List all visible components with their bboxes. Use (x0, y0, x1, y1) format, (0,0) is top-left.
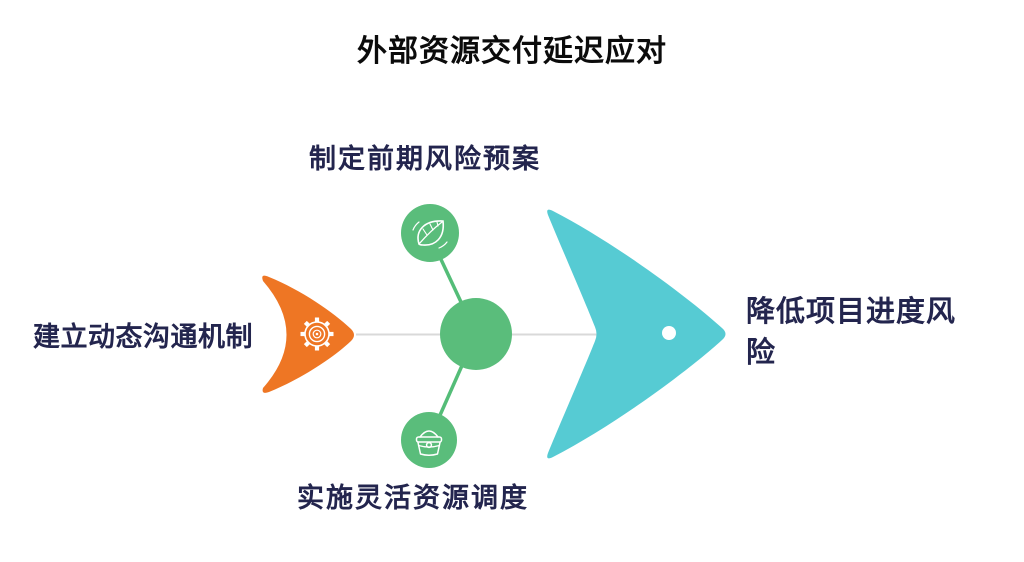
tail-label: 建立动态沟通机制 (33, 322, 253, 352)
gear-icon (300, 317, 334, 351)
branch-label-bottom: 实施灵活资源调度 (297, 483, 529, 513)
fish-node-bottom (401, 412, 457, 468)
bucket-icon (415, 430, 443, 456)
fish-node-center (440, 298, 512, 370)
fish-eye (662, 326, 676, 340)
fish-tail (262, 275, 354, 393)
branch-label-top: 制定前期风险预案 (309, 144, 541, 174)
head-label: 降低项目进度风险 (746, 296, 957, 370)
fish-head (547, 209, 726, 459)
leaf-icon (412, 220, 448, 249)
page-title: 外部资源交付延迟应对 (357, 35, 667, 68)
